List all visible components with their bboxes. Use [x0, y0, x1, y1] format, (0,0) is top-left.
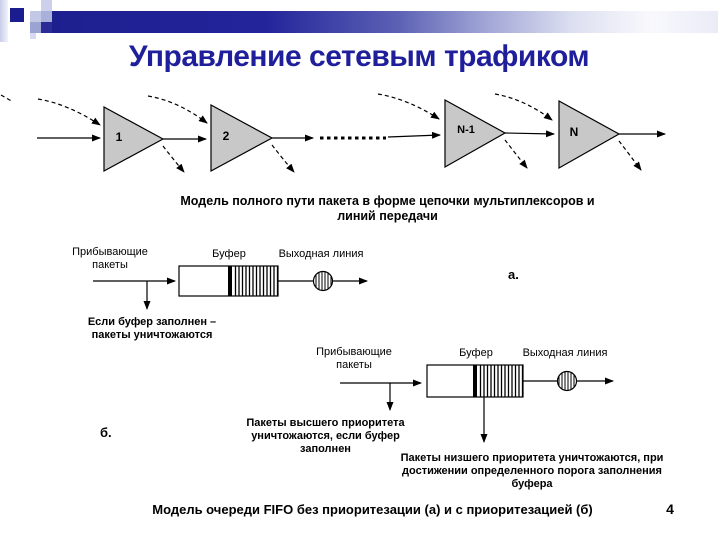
b-buffer-divider	[473, 365, 477, 397]
page-title: Управление сетевым трафиком	[128, 40, 590, 73]
chain-caption-line2: линий передачи	[337, 209, 438, 223]
deco-gradient-strip	[0, 0, 8, 42]
dashed-in-n	[494, 93, 553, 121]
dashed-out-n	[618, 140, 642, 171]
page-number: 4	[666, 501, 674, 517]
fifo-diagram-b	[340, 364, 614, 443]
deco-gradient-bar	[52, 11, 718, 33]
bottom-caption: Модель очереди FIFO без приоритезации (а…	[152, 502, 593, 517]
deco-square-medium	[41, 11, 52, 22]
deco-square-light2	[30, 11, 41, 22]
a-buffer-label: Буфер	[212, 248, 246, 260]
multiplexer-chain	[37, 98, 666, 173]
diagram-b-marker: б.	[100, 425, 112, 440]
dashed-out-2	[271, 144, 295, 173]
chain-caption-line1: Модель полного пути пакета в форме цепоч…	[180, 194, 595, 208]
chain-cross-traffic	[0, 93, 642, 173]
b-high-priority-note: Пакеты высшего приоритета уничтожаются, …	[246, 417, 405, 455]
multiplexer-1-label: 1	[115, 130, 123, 144]
diagram-a-marker: а.	[508, 267, 519, 282]
b-low-priority-note: Пакеты низшего приоритета уничтожаются, …	[400, 452, 664, 490]
chain-caption: Модель полного пути пакета в форме цепоч…	[80, 194, 695, 224]
multiplexer-2-triangle	[210, 103, 274, 173]
b-output-line-label: Выходная линия	[522, 347, 608, 359]
multiplexer-n1-label: N-1	[457, 124, 475, 136]
fifo-diagram-a	[93, 265, 368, 310]
a-server-circle	[312, 270, 334, 292]
dashed-stub	[0, 94, 14, 103]
deco-square-medium2	[30, 22, 41, 33]
multiplexer-n-label: N	[569, 125, 579, 139]
chain-link-n1-n	[504, 130, 555, 138]
dashed-out-n1	[504, 139, 528, 169]
dashed-in-2	[147, 95, 208, 124]
a-arriving-packets-label: Прибывающие пакеты	[72, 246, 148, 271]
multiplexer-n-triangle	[558, 99, 621, 170]
a-buffer-queue-hatch	[234, 266, 278, 296]
a-buffer-divider	[228, 266, 232, 296]
a-drop-note: Если буфер заполнен – пакеты уничтожаютс…	[87, 316, 217, 341]
dashed-in-n1	[377, 93, 440, 120]
dashed-in-1	[37, 98, 101, 126]
dashed-out-1	[162, 145, 185, 173]
multiplexer-1-triangle	[103, 105, 165, 173]
deco-square-tiny	[30, 33, 36, 39]
b-buffer-queue-hatch	[479, 365, 523, 397]
b-server-circle	[556, 370, 578, 392]
b-buffer-label: Буфер	[459, 347, 493, 359]
chain-link-into-n1	[387, 131, 441, 139]
a-output-line-label: Выходная линия	[278, 248, 364, 260]
multiplexer-n1-triangle	[444, 98, 507, 169]
deco-square-dark	[41, 22, 52, 33]
b-arriving-packets-label: Прибывающие пакеты	[316, 346, 392, 371]
deco-square-navy	[10, 8, 24, 22]
deco-square-light	[41, 0, 52, 11]
multiplexer-2-label: 2	[222, 129, 230, 143]
